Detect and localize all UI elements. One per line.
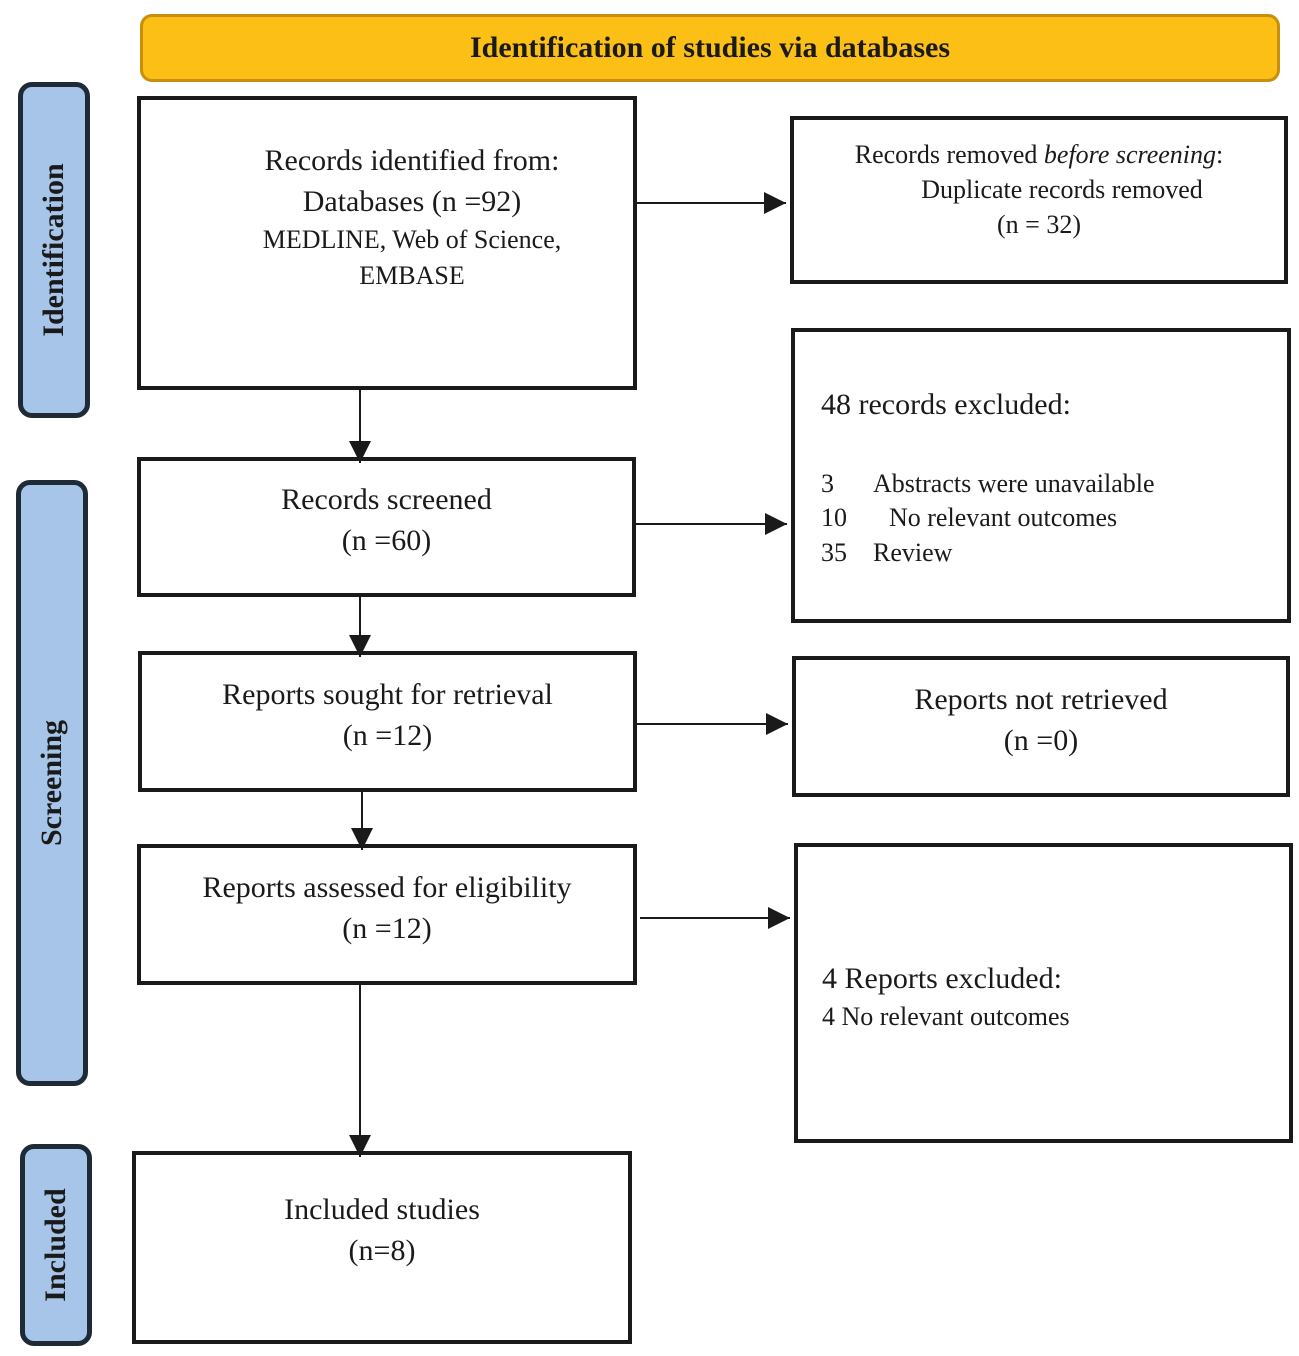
identified-line3: MEDLINE, Web of Science,: [262, 225, 562, 254]
identification-banner: Identification of studies via databases: [140, 14, 1280, 82]
excluded-item-reason: Abstracts were unavailable: [873, 469, 1155, 498]
identified-line2: Databases (n =92): [302, 185, 522, 218]
included-line1: Included studies: [284, 1192, 480, 1226]
reports-sought-box: Reports sought for retrieval (n =12): [138, 651, 637, 792]
sought-line1: Reports sought for retrieval: [222, 677, 553, 711]
phase-identification: Identification: [18, 82, 90, 418]
removed-line1: Records removed before screening:: [855, 137, 1223, 172]
reports-excluded-box: 4 Reports excluded: 4 No relevant outcom…: [794, 843, 1293, 1143]
removed-line2: Duplicate records removed: [921, 174, 1203, 204]
identified-line1: Records identified from:: [264, 144, 560, 177]
removed-line3: (n = 32): [997, 209, 1081, 239]
not-retrieved-line2: (n =0): [1003, 723, 1079, 757]
assessed-line1: Reports assessed for eligibility: [202, 870, 572, 904]
removed-prefix: Records removed: [854, 139, 1044, 169]
excluded-item-count: 10: [821, 503, 847, 532]
records-removed-box: Records removed before screening: Duplic…: [790, 116, 1288, 284]
reports-excluded-line2: 4 No relevant outcomes: [822, 1002, 1070, 1031]
banner-title: Identification of studies via databases: [469, 31, 951, 64]
excluded-item: 10 No relevant outcomes: [821, 503, 1117, 533]
excluded-item: 35 Review: [821, 538, 952, 568]
excluded-item-count: 3: [821, 469, 834, 498]
screened-line2: (n =60): [341, 524, 432, 557]
screened-line1: Records screened: [281, 483, 492, 516]
sought-line2: (n =12): [342, 718, 433, 752]
excluded-item-count: 35: [821, 538, 847, 567]
excluded-item-reason: Review: [873, 538, 953, 567]
excluded-item-reason: No relevant outcomes: [889, 503, 1118, 532]
included-line2: (n=8): [348, 1233, 416, 1267]
identified-line4: EMBASE: [359, 261, 465, 290]
removed-suffix: :: [1216, 139, 1224, 169]
phase-screening: Screening: [16, 480, 88, 1086]
excluded-item: 3 Abstracts were unavailable: [821, 469, 1155, 499]
included-studies-box: Included studies (n=8): [132, 1151, 632, 1344]
reports-excluded-title: 4 Reports excluded:: [822, 962, 1062, 995]
removed-emphasis: before screening: [1043, 139, 1216, 169]
excluded-title: 48 records excluded:: [821, 388, 1071, 421]
assessed-line2: (n =12): [342, 911, 432, 945]
reports-not-retrieved-box: Reports not retrieved (n =0): [792, 656, 1290, 797]
phase-included: Included: [20, 1144, 92, 1346]
records-identified-box: Records identified from: Databases (n =9…: [137, 96, 637, 390]
not-retrieved-line1: Reports not retrieved: [914, 682, 1168, 716]
records-excluded-box: 48 records excluded: 3 Abstracts were una…: [791, 328, 1291, 623]
records-screened-box: Records screened (n =60): [137, 457, 636, 597]
reports-assessed-box: Reports assessed for eligibility (n =12): [137, 844, 637, 985]
